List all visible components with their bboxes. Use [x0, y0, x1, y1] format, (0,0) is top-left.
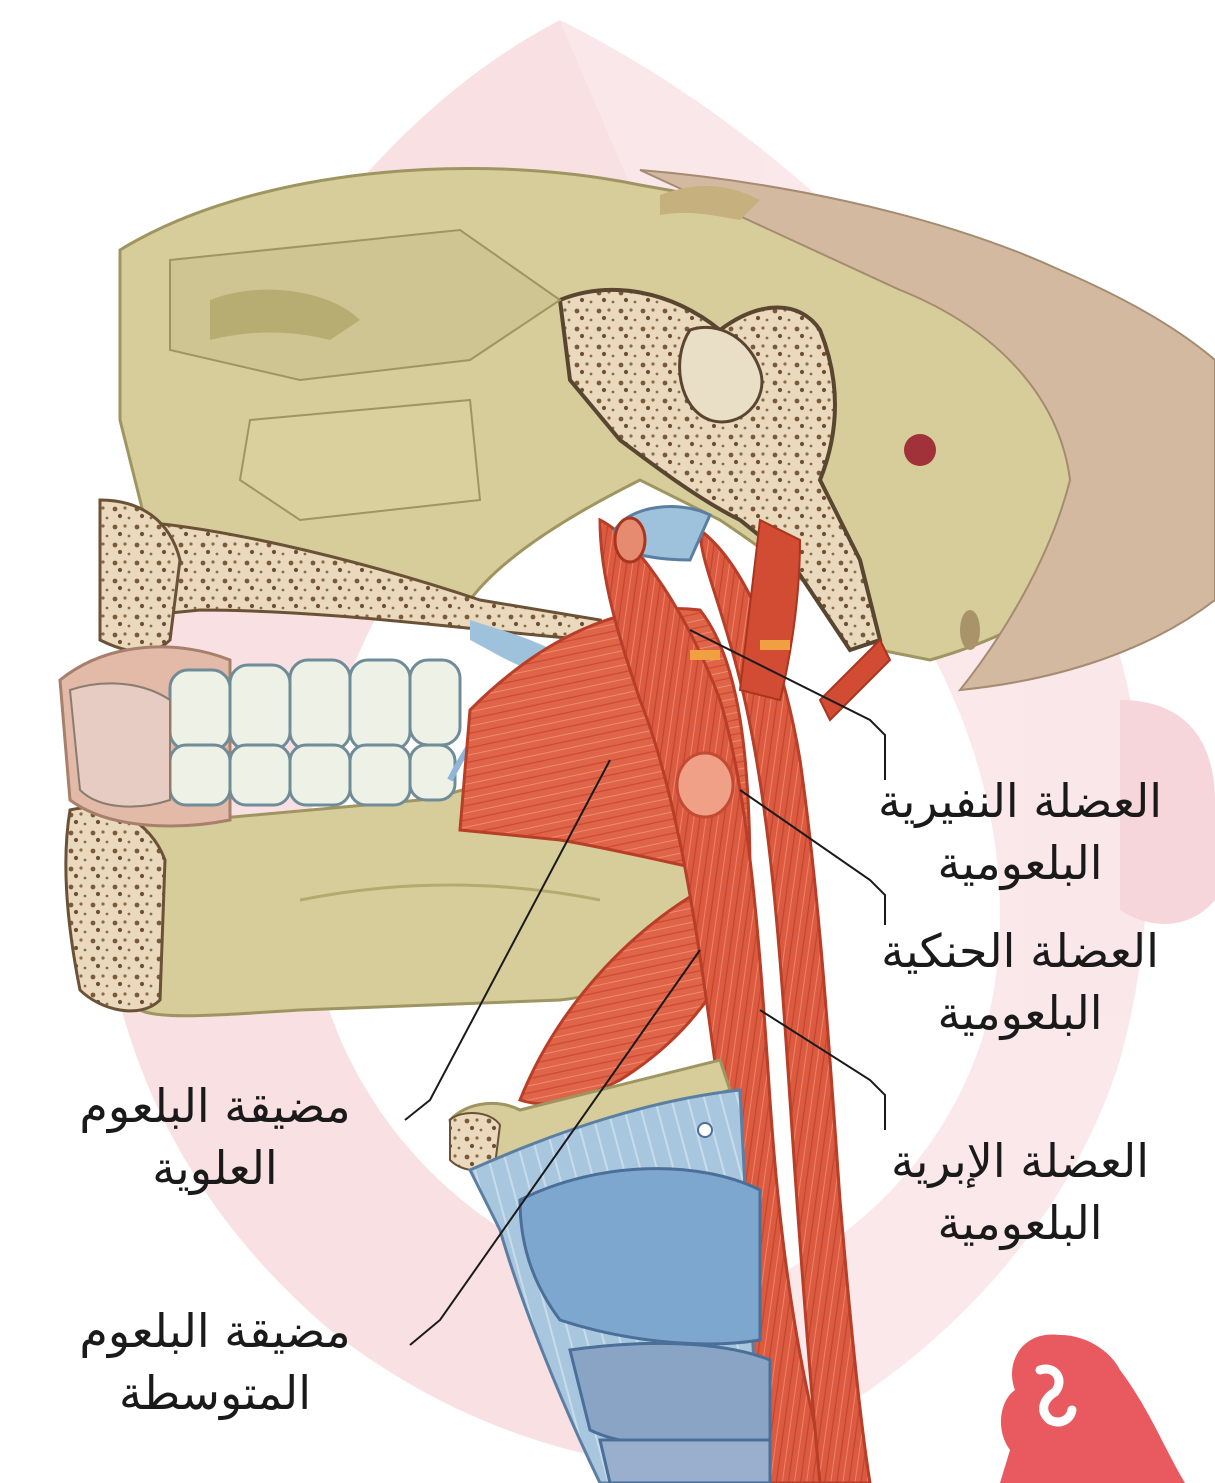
label-stylopharyngeus: العضلة الإبرية البلعومية — [835, 1130, 1205, 1254]
label-stylopharyngeus-line1: العضلة الإبرية — [835, 1130, 1205, 1192]
label-salpingopharyngeus: العضلة النفيرية البلعومية — [835, 770, 1205, 894]
label-superior-constrictor-line2: العلوية — [25, 1137, 405, 1199]
label-middle-constrictor-line2: المتوسطة — [25, 1362, 405, 1424]
label-middle-constrictor-line1: مضيقة البلعوم — [25, 1300, 405, 1362]
label-superior-constrictor-line1: مضيقة البلعوم — [25, 1075, 405, 1137]
label-palatopharyngeus-line1: العضلة الحنكية — [835, 920, 1205, 982]
brand-logo-icon — [1000, 1335, 1185, 1483]
label-salpingopharyngeus-line2: البلعومية — [835, 832, 1205, 894]
label-superior-constrictor: مضيقة البلعوم العلوية — [25, 1075, 405, 1199]
label-salpingopharyngeus-line1: العضلة النفيرية — [835, 770, 1205, 832]
label-palatopharyngeus: العضلة الحنكية البلعومية — [835, 920, 1205, 1044]
label-middle-constrictor: مضيقة البلعوم المتوسطة — [25, 1300, 405, 1424]
label-stylopharyngeus-line2: البلعومية — [835, 1192, 1205, 1254]
label-palatopharyngeus-line2: البلعومية — [835, 982, 1205, 1044]
